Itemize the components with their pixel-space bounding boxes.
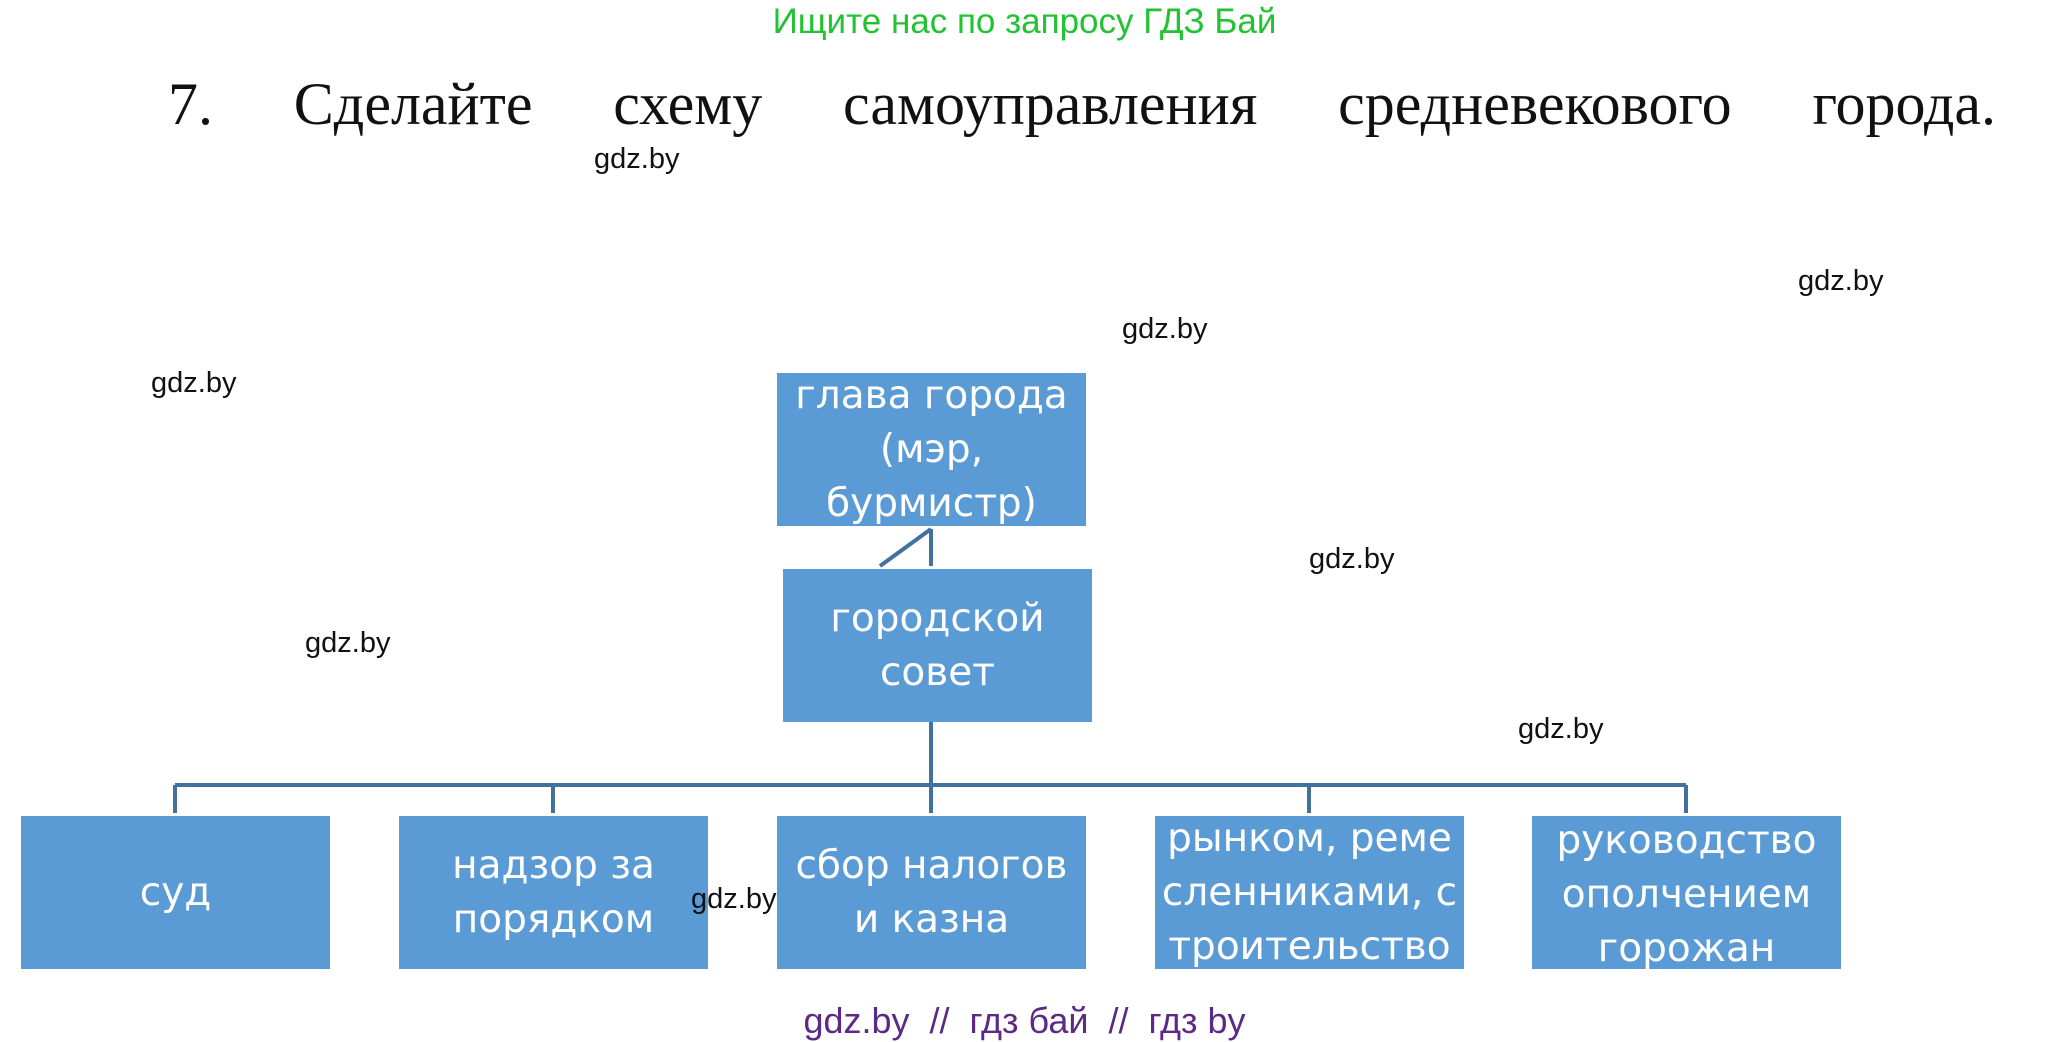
watermark: gdz.by [151,367,237,399]
watermark: gdz.by [691,883,777,915]
node-militia: руководство ополчением горожан [1532,816,1841,969]
watermark: gdz.by [305,627,391,659]
task-number: 7. [168,71,213,137]
task-word: схему [613,71,763,137]
task-word: Сделайте [293,71,533,137]
watermark: gdz.by [1122,313,1208,345]
watermark: gdz.by [1518,713,1604,745]
node-city-council: городской совет [783,569,1092,722]
node-taxes-treasury: сбор налогов и казна [777,816,1086,969]
watermark: gdz.by [1798,265,1884,297]
task-word: средневекового [1338,71,1732,137]
node-city-head: глава города (мэр, бурмистр) [777,373,1086,526]
connector-head-diagonal [878,527,933,568]
footer-watermark[interactable]: gdz.by // гдз бай // гдз by [803,1000,1246,1041]
node-order-supervision: надзор за порядком [399,816,708,969]
site-banner[interactable]: Ищите нас по запросу ГДЗ Бай [772,2,1277,41]
watermark: gdz.by [594,143,680,175]
node-market-crafts: рынком, ремесленниками, строительство [1155,816,1464,969]
node-court: суд [21,816,330,969]
task-heading: 7. Сделайте схему самоуправления среднев… [168,70,1996,139]
task-word: города. [1812,71,1996,137]
watermark: gdz.by [1309,543,1395,575]
task-word: самоуправления [843,71,1258,137]
